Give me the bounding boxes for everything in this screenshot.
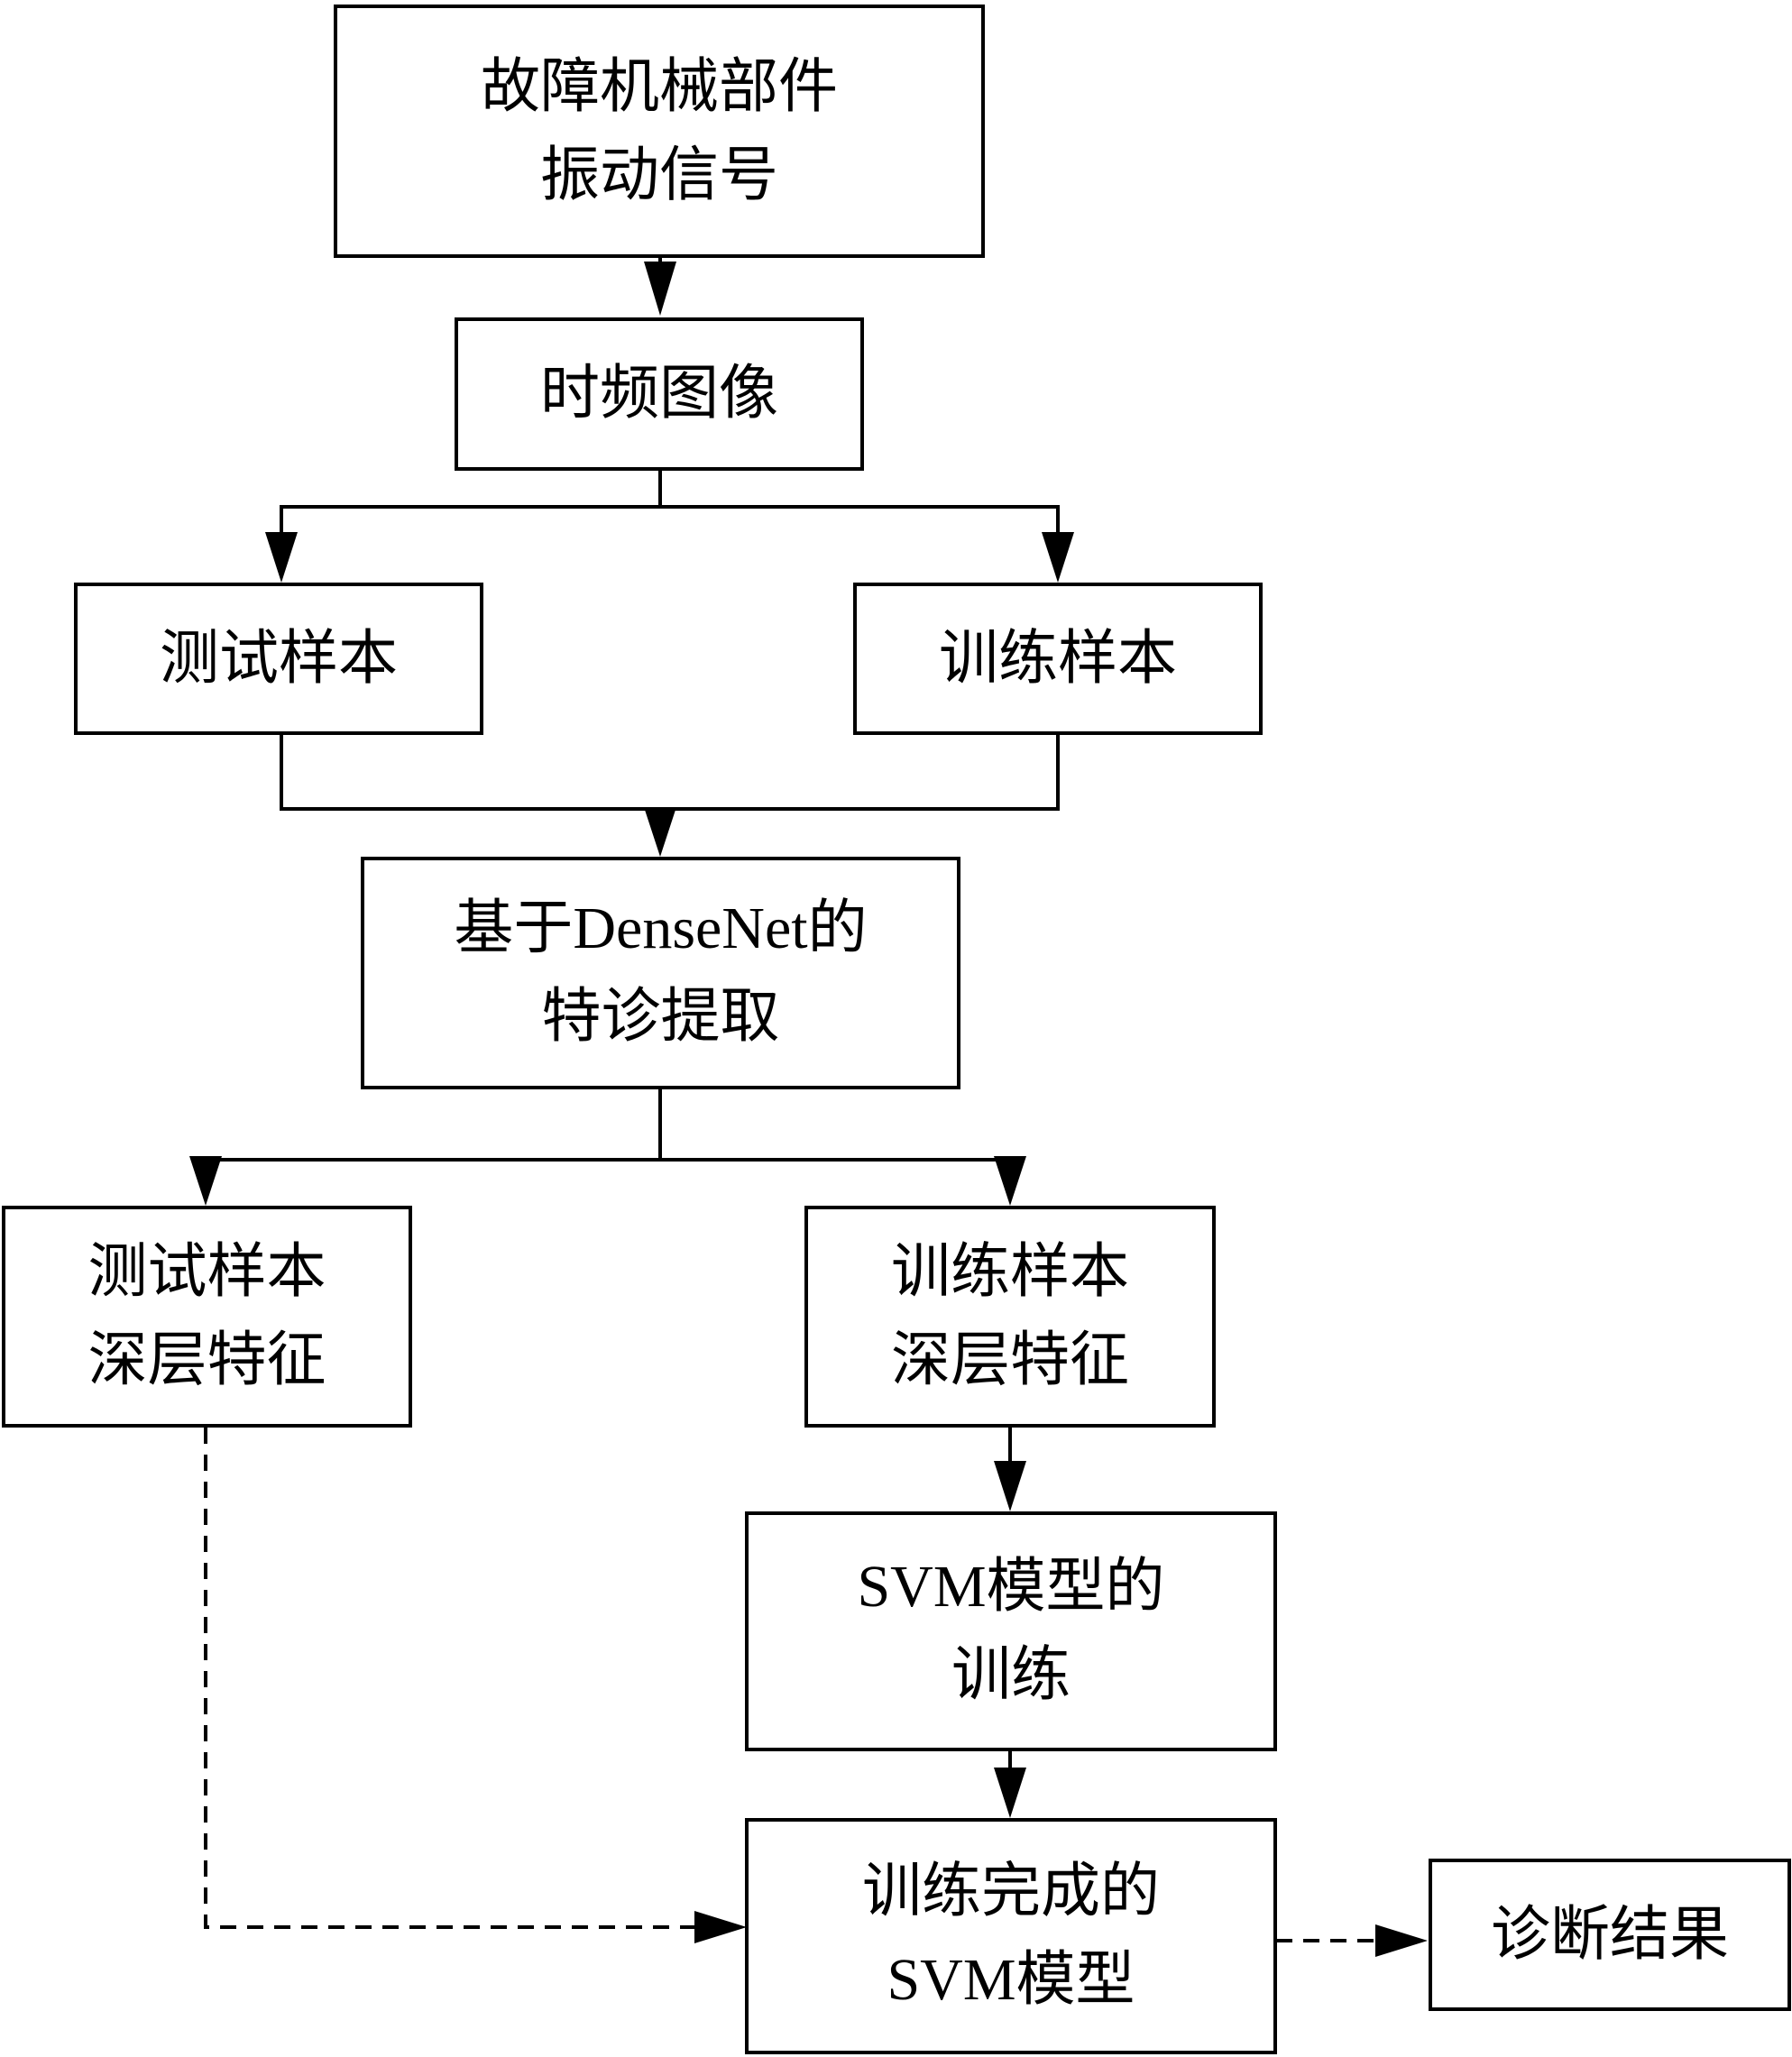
- node-label: 基于DenseNet的: [454, 895, 868, 961]
- arrowhead-icon: [644, 807, 676, 857]
- arrowhead-icon: [265, 532, 298, 583]
- node-label: 诊断结果: [1491, 1901, 1729, 1968]
- node-svm-train: SVM模型的 训练: [745, 1511, 1277, 1751]
- node-label: 训练: [951, 1642, 1071, 1708]
- node-tf-image: 时频图像: [455, 317, 864, 471]
- node-test-sample: 测试样本: [74, 583, 483, 735]
- arrowhead-icon: [644, 262, 676, 316]
- arrowhead-icon: [994, 1461, 1026, 1511]
- node-test-deep: 测试样本 深层特征: [2, 1206, 412, 1428]
- node-train-sample: 训练样本: [853, 583, 1263, 735]
- arrowhead-icon: [1042, 532, 1074, 583]
- arrowhead-icon: [994, 1768, 1026, 1818]
- node-label: 测试样本: [160, 625, 398, 692]
- node-label: 特诊提取: [541, 984, 780, 1050]
- node-label: 深层特征: [87, 1327, 326, 1393]
- node-svm-done: 训练完成的 SVM模型: [745, 1818, 1277, 2054]
- node-result: 诊断结果: [1429, 1859, 1791, 2011]
- node-train-deep: 训练样本 深层特征: [804, 1206, 1216, 1428]
- edge-test-deep-to-svm-done: [204, 1428, 694, 1929]
- node-label: 训练样本: [939, 625, 1177, 692]
- arrowhead-icon: [994, 1156, 1026, 1206]
- node-label: SVM模型: [887, 1947, 1135, 2013]
- node-label: 故障机械部件: [481, 53, 838, 120]
- edge-samples-merge: [280, 735, 1060, 816]
- node-signal: 故障机械部件 振动信号: [334, 5, 985, 258]
- arrowhead-icon: [189, 1156, 222, 1206]
- node-label: 深层特征: [891, 1327, 1129, 1393]
- node-label: 振动信号: [540, 142, 778, 208]
- arrowhead-icon: [694, 1911, 747, 1943]
- node-label: 时频图像: [540, 361, 778, 427]
- edge-densenet-split: [204, 1088, 1012, 1168]
- node-label: 训练样本: [891, 1239, 1129, 1305]
- arrowhead-icon: [1375, 1924, 1428, 1957]
- node-label: SVM模型的: [857, 1554, 1165, 1620]
- node-densenet: 基于DenseNet的 特诊提取: [361, 857, 960, 1089]
- node-label: 测试样本: [87, 1239, 326, 1305]
- edge-tf-image-split: [280, 471, 1060, 541]
- node-label: 训练完成的: [862, 1859, 1160, 1924]
